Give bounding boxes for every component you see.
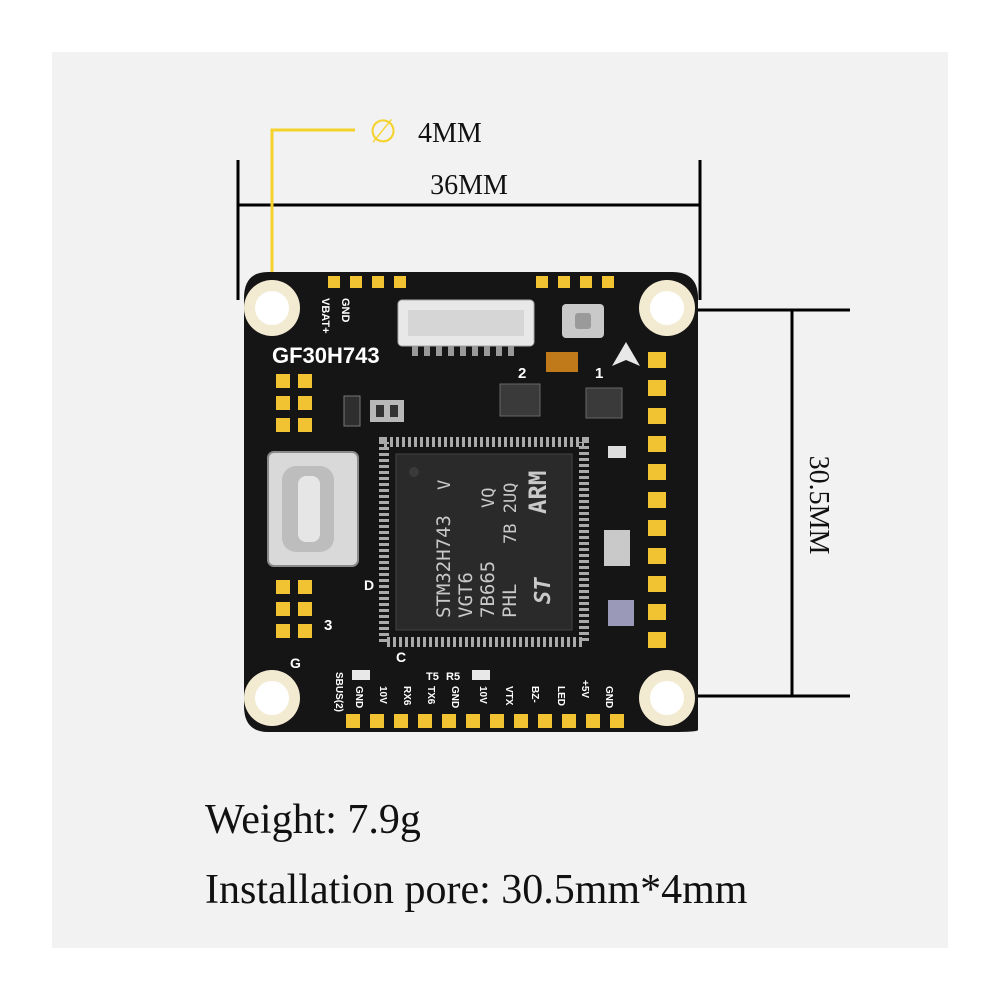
mcu-chip: STM32H743 VGT6 7B665 PHL V VQ 7B 2UQ ARM… <box>379 437 589 647</box>
left-pad-grid <box>276 374 312 638</box>
mcu-text-line-2: VGT6 <box>455 572 477 618</box>
mcu-text-line-4: PHL <box>499 584 521 618</box>
arm-logo: ARM <box>524 471 552 514</box>
width-label: 36MM <box>430 170 508 201</box>
width-dimension: 36MM <box>236 160 702 300</box>
mcu-text-line-3: 7B665 <box>477 561 499 618</box>
marker-c: C <box>396 649 406 665</box>
mounting-hole-bottom-left <box>244 670 300 726</box>
small-components <box>343 383 634 626</box>
marker-1: 1 <box>595 365 603 382</box>
st-logo: ST <box>531 577 556 604</box>
pad-label-tx6: TX6 <box>425 686 436 705</box>
weight-caption: Weight: 7.9g <box>205 797 421 843</box>
right-pad-column <box>648 352 666 648</box>
marker-t5: T5 <box>426 671 439 683</box>
pad-label-10v-1: 10V <box>377 686 388 704</box>
marker-d: D <box>364 577 374 593</box>
height-label: 30.5MM <box>803 456 834 555</box>
mcu-suffix-1: V <box>435 480 455 490</box>
mcu-text-line-1: STM32H743 <box>433 515 455 618</box>
top-pad-row <box>328 276 614 288</box>
installation-caption: Installation pore: 30.5mm*4mm <box>205 867 748 913</box>
board-model-label: GF30H743 <box>272 343 380 368</box>
flight-controller-board: VBAT+ GND GF30H743 <box>244 272 698 732</box>
pad-label-sbus: SBUS(2) <box>333 672 344 712</box>
top-connector <box>397 299 535 356</box>
bottom-pad-row <box>346 714 624 728</box>
height-dimension: 30.5MM <box>670 308 850 698</box>
hole-label: 4MM <box>418 118 482 149</box>
pad-label-rx6: RX6 <box>401 686 412 706</box>
pad-label-gnd-2: GND <box>449 686 460 708</box>
pad-label-5v: +5V <box>579 680 590 698</box>
diameter-icon: ∅ <box>369 112 397 150</box>
pad-label-led: LED <box>555 686 566 706</box>
pad-label-vtx: VTX <box>503 686 514 706</box>
marker-g: G <box>290 655 301 671</box>
marker-2: 2 <box>518 365 526 382</box>
mounting-hole-top-right <box>639 280 695 336</box>
boot-button <box>562 304 604 338</box>
hole-callout: ∅ 4MM <box>270 112 482 300</box>
mounting-hole-top-left <box>244 280 300 336</box>
pad-label-vbat: VBAT+ <box>319 298 331 334</box>
led-left <box>352 670 370 680</box>
pad-label-10v-2: 10V <box>477 686 488 704</box>
led-center <box>472 670 490 680</box>
pad-label-gnd-top: GND <box>339 298 351 323</box>
marker-3: 3 <box>324 617 332 634</box>
bottom-pad-labels: SBUS(2) GND 10V RX6 TX6 GND 10V VTX BZ- … <box>333 672 614 712</box>
mounting-hole-bottom-right <box>639 670 695 726</box>
pad-label-bz: BZ- <box>529 686 540 703</box>
pad-label-gnd-1: GND <box>353 686 364 708</box>
capacitor <box>546 352 578 372</box>
usb-c-port <box>267 451 359 567</box>
mcu-suffix-2: VQ <box>479 488 499 508</box>
marker-r5: R5 <box>446 671 460 683</box>
pad-label-gnd-3: GND <box>603 686 614 708</box>
mcu-suffix-3: 7B 2UQ <box>501 483 521 544</box>
orientation-arrow-icon <box>612 342 640 366</box>
